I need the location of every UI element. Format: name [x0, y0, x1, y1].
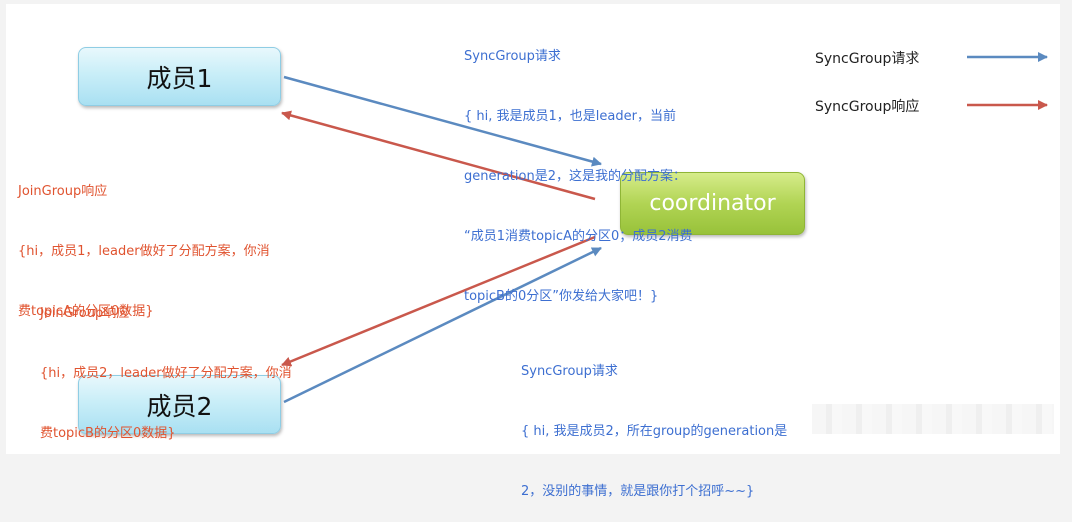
annotation-line: {hi，成员2，leader做好了分配方案，你消	[40, 366, 292, 381]
annotation-line: topicB的0分区”你发给大家吧！}	[464, 289, 659, 304]
sync-request-annotation-1: SyncGroup请求 { hi, 我是成员1，也是leader，当前 gene…	[464, 7, 693, 327]
annotation-title: SyncGroup请求	[464, 49, 561, 64]
sync-request-arrow-member2	[283, 246, 602, 404]
join-response-arrow-member2	[281, 235, 596, 367]
annotation-line: “成员1消费topicA的分区0；成员2消费	[464, 229, 693, 244]
member2-label: 成员2	[146, 391, 213, 421]
coordinator-box: coordinator	[620, 172, 805, 235]
annotation-line: {hi，成员1，leader做好了分配方案，你消	[18, 244, 270, 259]
member1-label: 成员1	[146, 63, 213, 93]
legend-request-label: SyncGroup请求	[815, 51, 920, 67]
member1-box: 成员1	[78, 47, 281, 106]
annotation-line: 2，没别的事情，就是跟你打个招呼~~}	[521, 484, 755, 499]
annotation-line: { hi, 我是成员2，所在group的generation是	[521, 424, 788, 439]
join-response-annotation-1: JoinGroup响应 {hi，成员1，leader做好了分配方案，你消 费to…	[18, 142, 270, 342]
annotation-title: JoinGroup响应	[40, 306, 130, 321]
annotation-line: 费topicA的分区0数据}	[18, 304, 154, 319]
annotation-title: JoinGroup响应	[18, 184, 108, 199]
annotation-line: 费topicB的分区0数据}	[40, 426, 176, 441]
watermark-blur	[812, 404, 1054, 434]
coordinator-label: coordinator	[649, 191, 776, 216]
member2-box: 成员2	[78, 375, 281, 434]
sync-request-arrow-member1	[283, 75, 602, 167]
annotation-line: generation是2，这是我的分配方案：	[464, 169, 686, 184]
join-response-arrow-member1	[281, 110, 596, 201]
arrows-layer	[281, 52, 1048, 404]
legend-response-label: SyncGroup响应	[815, 99, 920, 115]
annotation-line: { hi, 我是成员1，也是leader，当前	[464, 109, 676, 124]
join-response-annotation-2: JoinGroup响应 {hi，成员2，leader做好了分配方案，你消 费to…	[40, 264, 292, 464]
annotation-title: SyncGroup请求	[521, 364, 618, 379]
sync-request-annotation-2: SyncGroup请求 { hi, 我是成员2，所在group的generati…	[521, 322, 787, 522]
